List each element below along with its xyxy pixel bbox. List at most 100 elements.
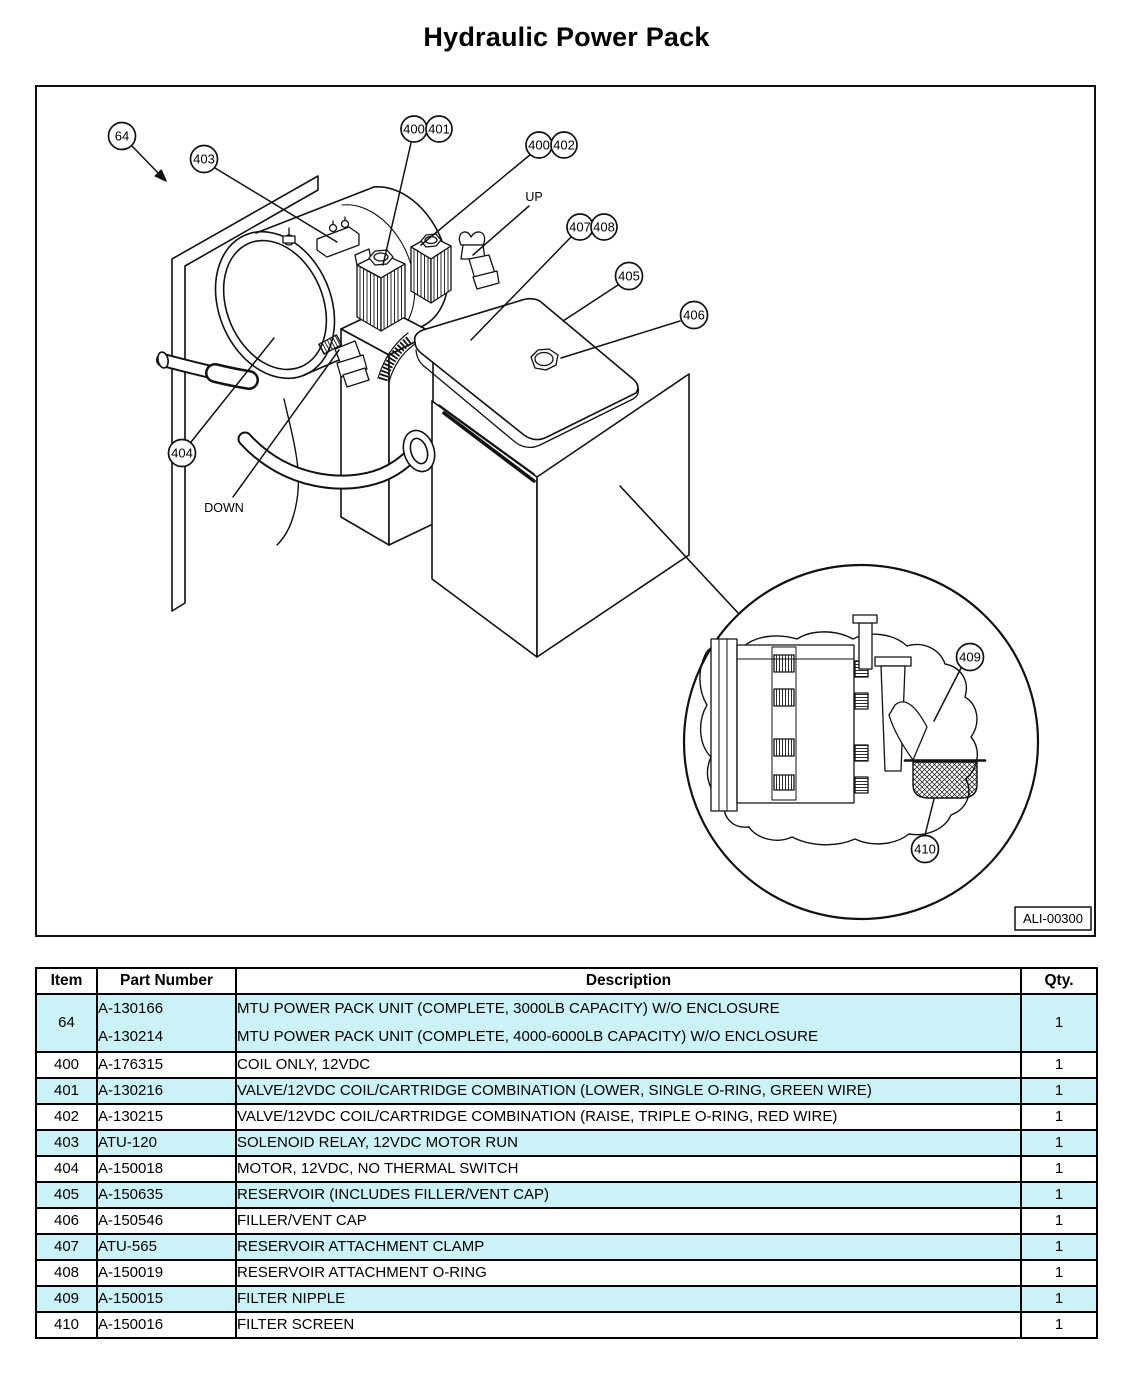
table-row-409: 409 A-150015 FILTER NIPPLE 1 bbox=[35, 1285, 1098, 1313]
table-row-400: 400 A-176315 COIL ONLY, 12VDC 1 bbox=[35, 1051, 1098, 1079]
filler-vent-cap-drawing bbox=[530, 348, 559, 371]
callout-408-label: 408 bbox=[593, 220, 615, 235]
description-cell: COIL ONLY, 12VDC bbox=[235, 1051, 1022, 1079]
part-number-cell: A-150635 bbox=[96, 1181, 237, 1209]
description-cell: SOLENOID RELAY, 12VDC MOTOR RUN bbox=[235, 1129, 1022, 1157]
callout-404-label: 404 bbox=[171, 446, 193, 461]
description-line: MTU POWER PACK UNIT (COMPLETE, 4000-6000… bbox=[237, 1028, 818, 1045]
table-row-406: 406 A-150546 FILLER/VENT CAP 1 bbox=[35, 1207, 1098, 1235]
callout-407-408 bbox=[566, 213, 618, 241]
qty-cell: 1 bbox=[1020, 1233, 1098, 1261]
up-fitting-drawing bbox=[458, 231, 500, 290]
table-header-row: Item Part Number Description Qty. bbox=[35, 967, 1098, 995]
item-cell: 402 bbox=[35, 1103, 98, 1131]
table-header-description: Description bbox=[235, 967, 1022, 995]
table-row-408: 408 A-150019 RESERVOIR ATTACHMENT O-RING… bbox=[35, 1259, 1098, 1287]
description-cell: VALVE/12VDC COIL/CARTRIDGE COMBINATION (… bbox=[235, 1103, 1022, 1131]
callout-405 bbox=[614, 261, 644, 291]
item-cell: 403 bbox=[35, 1129, 98, 1157]
mounting-plate-drawing bbox=[171, 175, 319, 612]
diagram-text: 64 403 400 401 400 402 407 408 405 406 4… bbox=[115, 122, 1083, 927]
callout-403-label: 403 bbox=[193, 152, 215, 167]
valve-coil-right-drawing bbox=[410, 233, 452, 304]
callout-400-402 bbox=[525, 131, 578, 159]
inset-leader-line bbox=[619, 485, 740, 615]
callout-401-label: 401 bbox=[428, 122, 450, 137]
callout-409 bbox=[955, 642, 985, 672]
callout-410 bbox=[910, 834, 940, 864]
reservoir-box-drawing bbox=[431, 373, 690, 658]
qty-cell: 1 bbox=[1020, 1207, 1098, 1235]
callout-400b-label: 400 bbox=[528, 138, 550, 153]
figure-code: ALI-00300 bbox=[1023, 911, 1083, 926]
part-number-line: A-130166 bbox=[98, 1000, 164, 1017]
callout-410-label: 410 bbox=[914, 842, 936, 857]
inset-detail-circle bbox=[682, 563, 1040, 921]
qty-cell: 1 bbox=[1020, 1103, 1098, 1131]
down-fitting-drawing bbox=[318, 334, 370, 388]
table-row-403: 403 ATU-120 SOLENOID RELAY, 12VDC MOTOR … bbox=[35, 1129, 1098, 1157]
pump-cutaway-drawing bbox=[710, 614, 878, 812]
callout-406-label: 406 bbox=[683, 308, 705, 323]
page-title: Hydraulic Power Pack bbox=[423, 22, 710, 52]
description-cell: FILTER SCREEN bbox=[235, 1311, 1022, 1339]
filter-nipple-drawing bbox=[874, 656, 928, 772]
filter-screen-drawing bbox=[903, 759, 987, 799]
reservoir-tank-drawing bbox=[413, 297, 640, 449]
part-number-cell: A-130216 bbox=[96, 1077, 237, 1105]
solenoid-relay-drawing bbox=[316, 216, 372, 266]
description-cell: FILTER NIPPLE bbox=[235, 1285, 1022, 1313]
callout-403 bbox=[189, 144, 219, 174]
qty-cell: 1 bbox=[1020, 1181, 1098, 1209]
valve-coil-left-drawing bbox=[356, 249, 406, 332]
qty-cell: 1 bbox=[1020, 1285, 1098, 1313]
qty-cell: 1 bbox=[1020, 1051, 1098, 1079]
part-number-cell: A-150546 bbox=[96, 1207, 237, 1235]
figure-code-box bbox=[1014, 906, 1092, 931]
description-cell: MTU POWER PACK UNIT (COMPLETE, 3000LB CA… bbox=[235, 993, 1022, 1053]
item-cell: 400 bbox=[35, 1051, 98, 1079]
table-row-402: 402 A-130215 VALVE/12VDC COIL/CARTRIDGE … bbox=[35, 1103, 1098, 1131]
qty-cell: 1 bbox=[1020, 993, 1098, 1053]
callout-409-label: 409 bbox=[959, 650, 981, 665]
item-cell: 407 bbox=[35, 1233, 98, 1261]
callout-404 bbox=[167, 438, 197, 468]
item-cell: 404 bbox=[35, 1155, 98, 1183]
callout-64 bbox=[107, 121, 137, 151]
part-number-cell: A-176315 bbox=[96, 1051, 237, 1079]
description-line: MTU POWER PACK UNIT (COMPLETE, 3000LB CA… bbox=[237, 1000, 780, 1017]
qty-cell: 1 bbox=[1020, 1155, 1098, 1183]
callout-405-label: 405 bbox=[618, 269, 640, 284]
part-number-cell: A-150015 bbox=[96, 1285, 237, 1313]
parts-table: Item Part Number Description Qty. 64 A-1… bbox=[35, 967, 1098, 1339]
table-row-64: 64 A-130166 A-130214 MTU POWER PACK UNIT… bbox=[35, 993, 1098, 1053]
part-number-cell: A-150018 bbox=[96, 1155, 237, 1183]
down-label: DOWN bbox=[204, 501, 244, 515]
part-number-cell: A-130166 A-130214 bbox=[96, 993, 237, 1053]
motor-terminal-bolts bbox=[282, 227, 296, 246]
item-cell: 64 bbox=[35, 993, 98, 1053]
parts-diagram-svg: 64 403 400 401 400 402 407 408 405 406 4… bbox=[107, 115, 1092, 931]
item-cell: 405 bbox=[35, 1181, 98, 1209]
description-cell: RESERVOIR ATTACHMENT O-RING bbox=[235, 1259, 1022, 1287]
item-cell: 406 bbox=[35, 1207, 98, 1235]
table-row-407: 407 ATU-565 RESERVOIR ATTACHMENT CLAMP 1 bbox=[35, 1233, 1098, 1261]
motor-drawing bbox=[214, 186, 450, 546]
table-row-404: 404 A-150018 MOTOR, 12VDC, NO THERMAL SW… bbox=[35, 1155, 1098, 1183]
callout-402-label: 402 bbox=[553, 138, 575, 153]
callout-400a-label: 400 bbox=[403, 122, 425, 137]
part-number-cell: ATU-120 bbox=[96, 1129, 237, 1157]
up-label: UP bbox=[525, 190, 542, 204]
callout-leader-lines bbox=[131, 142, 962, 836]
callout-64-label: 64 bbox=[115, 129, 129, 144]
parts-diagram: 64 403 400 401 400 402 407 408 405 406 4… bbox=[35, 85, 1096, 937]
item-cell: 408 bbox=[35, 1259, 98, 1287]
qty-cell: 1 bbox=[1020, 1077, 1098, 1105]
callout-407-label: 407 bbox=[569, 220, 591, 235]
part-number-line: A-130214 bbox=[98, 1028, 164, 1045]
part-number-cell: A-150016 bbox=[96, 1311, 237, 1339]
part-number-cell: ATU-565 bbox=[96, 1233, 237, 1261]
table-header-qty: Qty. bbox=[1020, 967, 1098, 995]
table-row-410: 410 A-150016 FILTER SCREEN 1 bbox=[35, 1311, 1098, 1339]
item-cell: 409 bbox=[35, 1285, 98, 1313]
